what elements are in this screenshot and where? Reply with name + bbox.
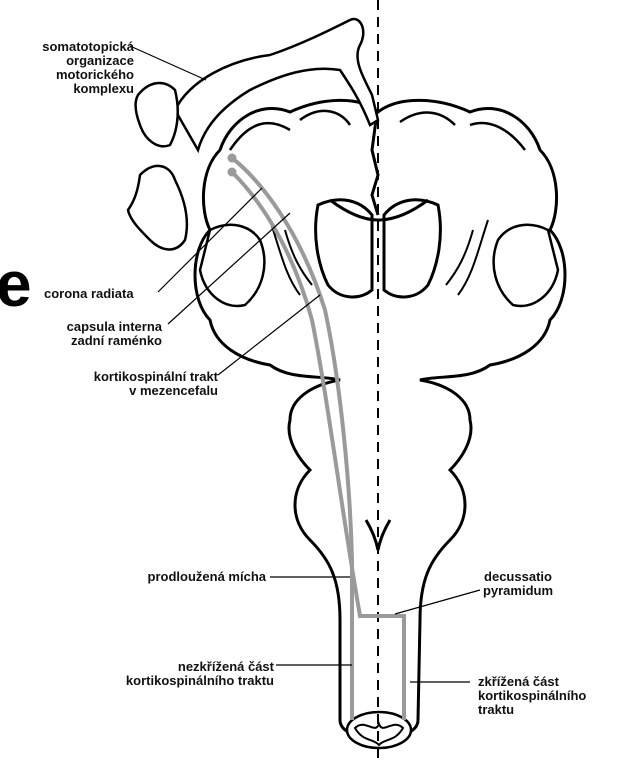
brain-outline (195, 100, 565, 738)
tract-origin-1 (228, 154, 237, 163)
homunculus-head (128, 166, 187, 250)
label-crossed: zkřížená část kortikospinálního traktu (478, 675, 586, 717)
tract-origin-2 (228, 168, 237, 177)
label-capsula-interna: capsula interna zadní raménko (38, 320, 162, 348)
homunculus-hand (136, 83, 178, 146)
label-somatotopic: somatotopická organizace motorického kom… (16, 40, 134, 96)
label-medulla: prodloužená mícha (108, 570, 266, 584)
label-tract-mesencephalon: kortikospinální trakt v mezencefalu (58, 370, 218, 398)
label-uncrossed: nezkřížená část kortikospinálního traktu (78, 660, 274, 688)
label-decussatio: decussatio pyramidum (476, 570, 560, 598)
edge-glyph: e (0, 252, 32, 316)
label-corona-radiata: corona radiata (44, 287, 134, 301)
